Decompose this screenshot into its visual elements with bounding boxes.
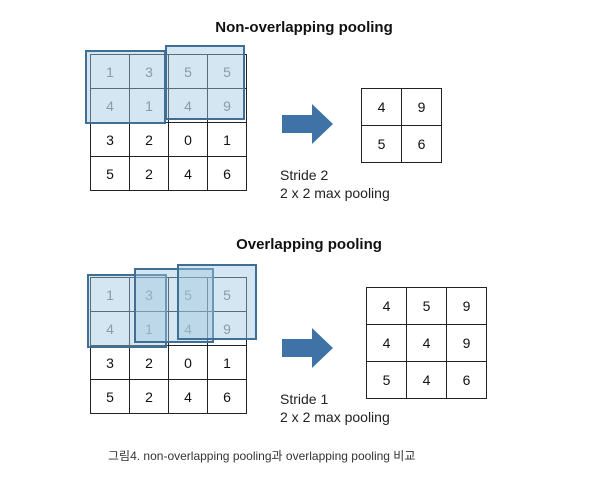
grid-cell: 4 bbox=[366, 287, 407, 325]
grid-cell: 4 bbox=[168, 379, 208, 414]
table-row: 5 2 4 6 bbox=[90, 156, 247, 191]
pooling-window-highlight bbox=[165, 45, 245, 120]
grid-cell: 6 bbox=[207, 156, 247, 191]
table-row: 1 3 5 5 bbox=[90, 277, 247, 312]
grid-cell: 2 bbox=[129, 156, 169, 191]
grid-cell: 5 bbox=[406, 287, 447, 325]
grid-cell: 4 bbox=[168, 156, 208, 191]
grid-cell: 1 bbox=[90, 277, 130, 312]
grid-cell: 3 bbox=[90, 122, 130, 157]
table-row: 5 6 bbox=[361, 125, 442, 163]
grid-cell: 2 bbox=[129, 379, 169, 414]
grid-cell: 1 bbox=[207, 345, 247, 380]
table-row: 1 3 5 5 bbox=[90, 54, 247, 89]
grid-cell: 2 bbox=[129, 122, 169, 157]
grid-cell: 6 bbox=[207, 379, 247, 414]
grid-cell: 5 bbox=[168, 277, 208, 312]
grid-cell: 6 bbox=[401, 125, 442, 163]
table-row: 3 2 0 1 bbox=[90, 122, 247, 157]
section2-output-grid: 4 5 9 4 4 9 5 4 6 bbox=[366, 287, 487, 399]
table-row: 3 2 0 1 bbox=[90, 345, 247, 380]
grid-cell: 5 bbox=[90, 379, 130, 414]
pooling-window-highlight bbox=[87, 274, 167, 348]
grid-cell: 5 bbox=[90, 156, 130, 191]
section1-stride-label: Stride 2 bbox=[280, 167, 329, 183]
grid-cell: 4 bbox=[406, 324, 447, 362]
grid-cell: 9 bbox=[446, 324, 487, 362]
table-row: 4 5 9 bbox=[366, 287, 487, 325]
section1-pool-label: 2 x 2 max pooling bbox=[280, 185, 390, 201]
grid-cell: 6 bbox=[446, 361, 487, 399]
grid-cell: 4 bbox=[90, 311, 130, 346]
grid-cell: 3 bbox=[90, 345, 130, 380]
grid-cell: 4 bbox=[361, 88, 402, 126]
pooling-window-highlight bbox=[85, 50, 166, 124]
table-row: 5 2 4 6 bbox=[90, 379, 247, 414]
section1-title: Non-overlapping pooling bbox=[215, 19, 393, 36]
section2-pool-label: 2 x 2 max pooling bbox=[280, 409, 390, 425]
grid-cell: 1 bbox=[129, 88, 169, 123]
section2-input-grid: 1 3 5 5 4 1 4 9 3 2 0 1 5 2 4 6 bbox=[90, 277, 247, 414]
table-row: 4 4 9 bbox=[366, 324, 487, 362]
grid-cell: 0 bbox=[168, 345, 208, 380]
table-row: 5 4 6 bbox=[366, 361, 487, 399]
pooling-window-highlight bbox=[134, 268, 214, 343]
grid-cell: 2 bbox=[129, 345, 169, 380]
grid-cell: 9 bbox=[446, 287, 487, 325]
figure-caption: 그림4. non-overlapping pooling과 overlappin… bbox=[108, 449, 416, 463]
arrow-right-icon bbox=[282, 328, 333, 368]
section1-output-grid: 4 9 5 6 bbox=[361, 88, 442, 163]
grid-cell: 5 bbox=[366, 361, 407, 399]
grid-cell: 9 bbox=[401, 88, 442, 126]
grid-cell: 4 bbox=[406, 361, 447, 399]
table-row: 4 9 bbox=[361, 88, 442, 126]
arrow-right-icon bbox=[282, 104, 333, 144]
grid-cell: 5 bbox=[361, 125, 402, 163]
section2-title: Overlapping pooling bbox=[236, 236, 382, 253]
section2-stride-label: Stride 1 bbox=[280, 391, 329, 407]
grid-cell: 4 bbox=[90, 88, 130, 123]
section1-input-grid: 1 3 5 5 4 1 4 9 3 2 0 1 5 2 4 6 bbox=[90, 54, 247, 191]
grid-cell: 1 bbox=[90, 54, 130, 89]
grid-cell: 1 bbox=[207, 122, 247, 157]
grid-cell: 0 bbox=[168, 122, 208, 157]
grid-cell: 4 bbox=[366, 324, 407, 362]
pooling-window-highlight bbox=[177, 264, 257, 340]
